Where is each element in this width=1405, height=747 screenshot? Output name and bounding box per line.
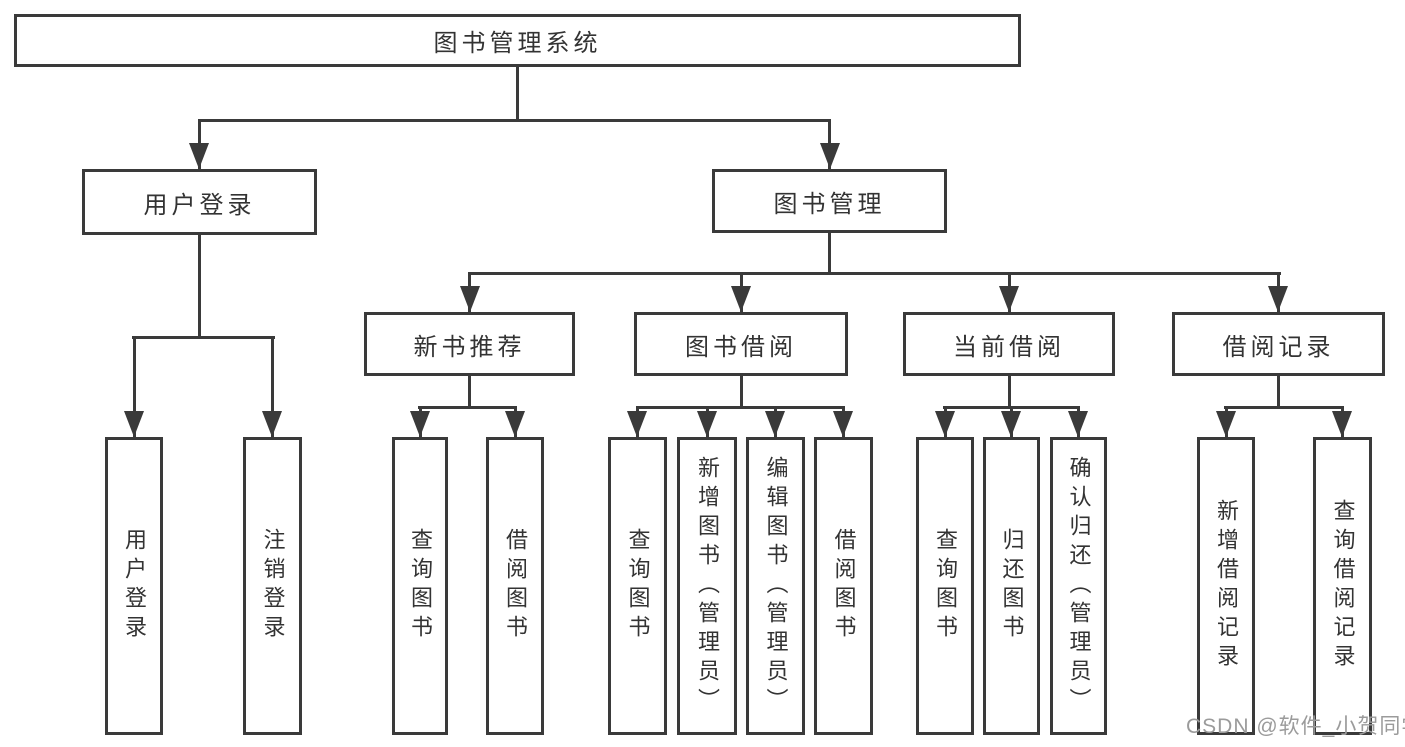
- node-user-login-action: 用户登录: [105, 437, 163, 735]
- node-confirm-return-admin: 确认归还（管理员）: [1050, 437, 1107, 735]
- node-return-book-label: 归还图书: [999, 528, 1025, 644]
- connector-stem: [133, 336, 136, 439]
- node-borrow-record-label: 借阅记录: [1222, 333, 1335, 361]
- node-add-book-admin: 新增图书（管理员）: [677, 437, 737, 735]
- node-book-mgmt-label: 图书管理: [773, 190, 886, 218]
- arrow-down-icon: [262, 411, 282, 437]
- arrow-down-icon: [1001, 411, 1021, 437]
- connector-rail: [1224, 406, 1344, 409]
- arrow-down-icon: [1068, 411, 1088, 437]
- arrow-down-icon: [1268, 286, 1288, 312]
- node-query-book-current-label: 查询图书: [933, 528, 958, 644]
- node-return-book: 归还图书: [983, 437, 1040, 735]
- node-user-login-action-label: 用户登录: [122, 528, 147, 644]
- node-current-borrow: 当前借阅: [903, 312, 1115, 376]
- arrow-down-icon: [1216, 411, 1236, 437]
- csdn-watermark: CSDN @软件_小贺同学: [1186, 715, 1405, 738]
- connector-root-stem: [516, 65, 519, 122]
- node-add-book-admin-label: 新增图书（管理员）: [695, 455, 720, 717]
- connector-stem: [271, 336, 274, 439]
- node-current-borrow-label: 当前借阅: [953, 333, 1065, 361]
- arrow-down-icon: [697, 411, 717, 437]
- node-root: 图书管理系统: [14, 14, 1021, 67]
- node-book-mgmt: 图书管理: [712, 169, 947, 233]
- node-root-label: 图书管理系统: [433, 30, 602, 57]
- node-book-borrow-label: 图书借阅: [685, 333, 797, 361]
- node-query-borrow-record: 查询借阅记录: [1313, 437, 1372, 735]
- node-borrow-book-label: 借阅图书: [831, 528, 857, 644]
- arrow-down-icon: [1332, 411, 1352, 437]
- node-borrow-book: 借阅图书: [814, 437, 873, 735]
- connector-level2-rail: [468, 272, 1281, 275]
- connector-mgmt-branch-stem: [828, 231, 831, 274]
- node-borrow-record: 借阅记录: [1172, 312, 1385, 376]
- node-confirm-return-admin-label: 确认归还（管理员）: [1066, 455, 1092, 717]
- node-edit-book-admin-label: 编辑图书（管理员）: [763, 455, 789, 717]
- connector-stem: [468, 374, 471, 408]
- node-borrow-book-recommend-label: 借阅图书: [503, 528, 528, 644]
- node-query-book-recommend-label: 查询图书: [408, 528, 433, 644]
- node-add-borrow-record-label: 新增借阅记录: [1214, 499, 1239, 673]
- arrow-down-icon: [765, 411, 785, 437]
- node-add-borrow-record: 新增借阅记录: [1197, 437, 1255, 735]
- node-user-login: 用户登录: [82, 169, 317, 235]
- connector-login-rail: [132, 336, 275, 339]
- node-logout-label: 注销登录: [260, 528, 286, 644]
- node-query-book-current: 查询图书: [916, 437, 974, 735]
- connector-stem: [1008, 374, 1011, 408]
- connector-level1-rail: [198, 119, 831, 122]
- arrow-down-icon: [833, 411, 853, 437]
- node-new-book-recommend-label: 新书推荐: [413, 333, 526, 361]
- arrow-down-icon: [935, 411, 955, 437]
- node-edit-book-admin: 编辑图书（管理员）: [746, 437, 805, 735]
- node-book-borrow: 图书借阅: [634, 312, 848, 376]
- arrow-down-icon: [410, 411, 430, 437]
- connector-rail: [418, 406, 517, 409]
- node-logout: 注销登录: [243, 437, 302, 735]
- node-query-borrow-record-label: 查询借阅记录: [1330, 499, 1356, 673]
- arrow-down-icon: [999, 286, 1019, 312]
- arrow-down-icon: [820, 143, 840, 169]
- node-borrow-book-recommend: 借阅图书: [486, 437, 544, 735]
- node-query-book-borrow-label: 查询图书: [625, 528, 651, 644]
- arrow-down-icon: [731, 286, 751, 312]
- node-user-login-label: 用户登录: [143, 191, 256, 219]
- connector-login-branch-stem: [198, 233, 201, 338]
- arrow-down-icon: [189, 143, 209, 169]
- arrow-down-icon: [627, 411, 647, 437]
- arrow-down-icon: [505, 411, 525, 437]
- node-query-book-borrow: 查询图书: [608, 437, 667, 735]
- arrow-down-icon: [124, 411, 144, 437]
- connector-rail: [636, 406, 845, 409]
- connector-stem: [1277, 374, 1280, 408]
- arrow-down-icon: [460, 286, 480, 312]
- connector-stem: [740, 374, 743, 408]
- node-new-book-recommend: 新书推荐: [364, 312, 575, 376]
- node-query-book-recommend: 查询图书: [392, 437, 448, 735]
